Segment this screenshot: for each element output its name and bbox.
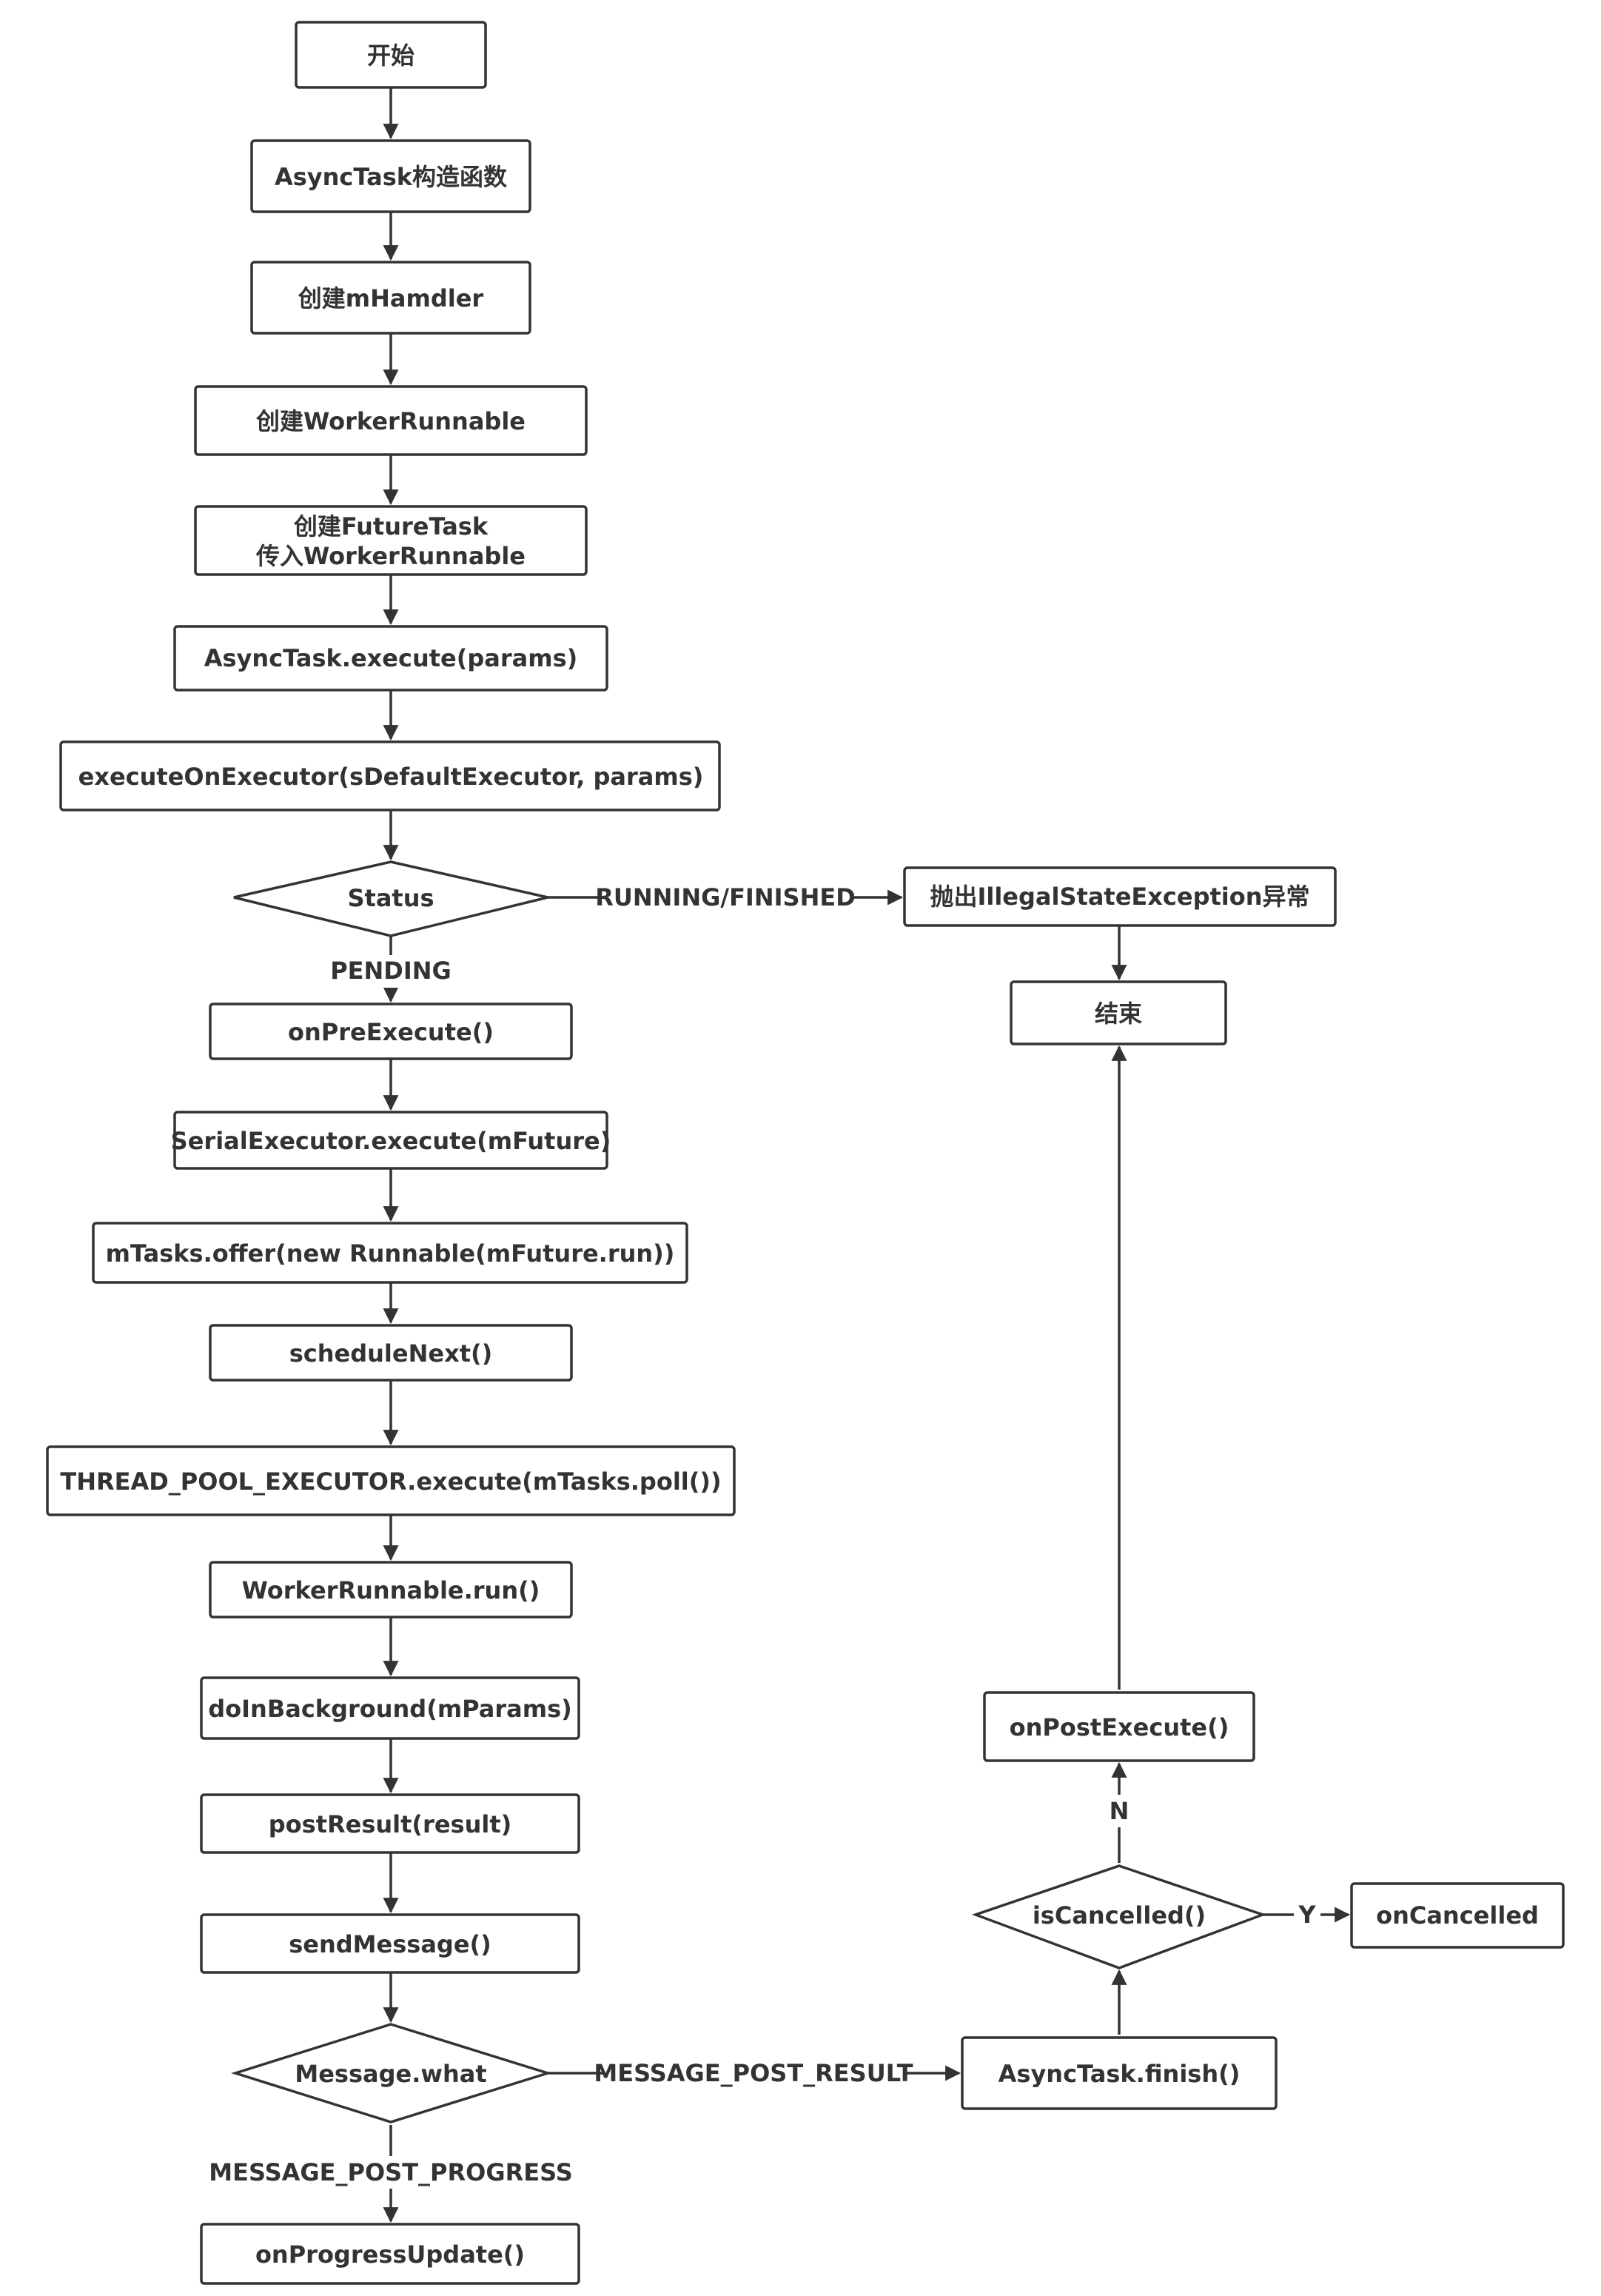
node-start: 开始: [295, 21, 487, 89]
node-on-progress-update: onProgressUpdate(): [200, 2223, 580, 2285]
node-execute-on-executor-label: executeOnExecutor(sDefaultExecutor, para…: [78, 763, 704, 791]
node-throw-exception-label: 抛出IllegalStateException异常: [930, 883, 1309, 911]
node-status-label: Status: [347, 884, 434, 912]
node-send-message-label: sendMessage(): [289, 1930, 491, 1958]
edge-labels: RUNNING/FINISHED PENDING MESSAGE_POST_RE…: [209, 881, 1320, 2189]
edge-label-post-result: MESSAGE_POST_RESULT: [594, 2059, 913, 2087]
node-do-in-background-label: doInBackground(mParams): [208, 1695, 572, 1723]
node-is-cancelled-label: isCancelled(): [1033, 1901, 1206, 1929]
edge-label-pending: PENDING: [330, 957, 452, 985]
node-schedule-next-label: scheduleNext(): [289, 1339, 493, 1368]
node-create-worker-label: 创建WorkerRunnable: [255, 407, 526, 435]
node-thread-pool-execute-label: THREAD_POOL_EXECUTOR.execute(mTasks.poll…: [60, 1467, 721, 1496]
node-on-pre-execute: onPreExecute(): [209, 1003, 573, 1060]
nodes: 开始 AsyncTask构造函数 创建mHamdler 创建WorkerRunn…: [46, 21, 1565, 2285]
node-on-post-execute-label: onPostExecute(): [1010, 1713, 1229, 1741]
node-post-result-label: postResult(result): [269, 1810, 512, 1838]
node-async-finish: AsyncTask.finish(): [961, 2036, 1278, 2110]
edge-label-running-finished: RUNNING/FINISHED: [595, 883, 856, 911]
edge-label-yes: Y: [1298, 1901, 1316, 1929]
node-start-label: 开始: [367, 41, 414, 70]
node-end: 结束: [1010, 980, 1227, 1045]
node-on-pre-execute-label: onPreExecute(): [288, 1018, 494, 1046]
node-thread-pool-execute: THREAD_POOL_EXECUTOR.execute(mTasks.poll…: [46, 1445, 736, 1516]
node-create-future: 创建FutureTask 传入WorkerRunnable: [194, 505, 588, 576]
node-post-result: postResult(result): [200, 1793, 580, 1854]
node-constructor: AsyncTask构造函数: [250, 139, 531, 213]
node-constructor-label: AsyncTask构造函数: [275, 163, 508, 191]
node-create-future-line2: 传入WorkerRunnable: [255, 542, 526, 570]
node-schedule-next: scheduleNext(): [209, 1324, 573, 1382]
node-execute-label: AsyncTask.execute(params): [204, 644, 578, 672]
edge-label-post-progress: MESSAGE_POST_PROGRESS: [209, 2158, 573, 2186]
edge-label-no: N: [1110, 1797, 1130, 1825]
node-execute-on-executor: executeOnExecutor(sDefaultExecutor, para…: [59, 740, 721, 811]
node-serial-execute: SerialExecutor.execute(mFuture): [171, 1111, 611, 1170]
node-status: Status: [233, 860, 548, 937]
node-message-what: Message.what: [231, 2023, 552, 2123]
node-end-label: 结束: [1095, 1000, 1142, 1028]
node-throw-exception: 抛出IllegalStateException异常: [903, 866, 1337, 927]
node-worker-run-label: WorkerRunnable.run(): [242, 1576, 540, 1604]
node-create-future-line1: 创建FutureTask: [293, 512, 489, 540]
node-on-cancelled: onCancelled: [1350, 1882, 1565, 1949]
node-is-cancelled: isCancelled(): [971, 1864, 1267, 1969]
node-on-progress-update-label: onProgressUpdate(): [255, 2240, 525, 2269]
node-message-what-label: Message.what: [295, 2060, 486, 2088]
node-async-finish-label: AsyncTask.finish(): [998, 2060, 1241, 2088]
node-do-in-background: doInBackground(mParams): [200, 1676, 580, 1740]
node-on-post-execute: onPostExecute(): [983, 1691, 1255, 1762]
node-worker-run: WorkerRunnable.run(): [209, 1561, 573, 1619]
node-send-message: sendMessage(): [200, 1913, 580, 1974]
node-serial-execute-label: SerialExecutor.execute(mFuture): [171, 1127, 611, 1155]
node-tasks-offer-label: mTasks.offer(new Runnable(mFuture.run)): [106, 1239, 675, 1268]
node-execute: AsyncTask.execute(params): [173, 625, 608, 692]
node-on-cancelled-label: onCancelled: [1376, 1901, 1539, 1929]
node-tasks-offer: mTasks.offer(new Runnable(mFuture.run)): [92, 1222, 688, 1284]
node-create-handler-label: 创建mHamdler: [298, 284, 484, 312]
node-create-worker: 创建WorkerRunnable: [194, 385, 588, 456]
node-create-handler: 创建mHamdler: [250, 261, 531, 335]
